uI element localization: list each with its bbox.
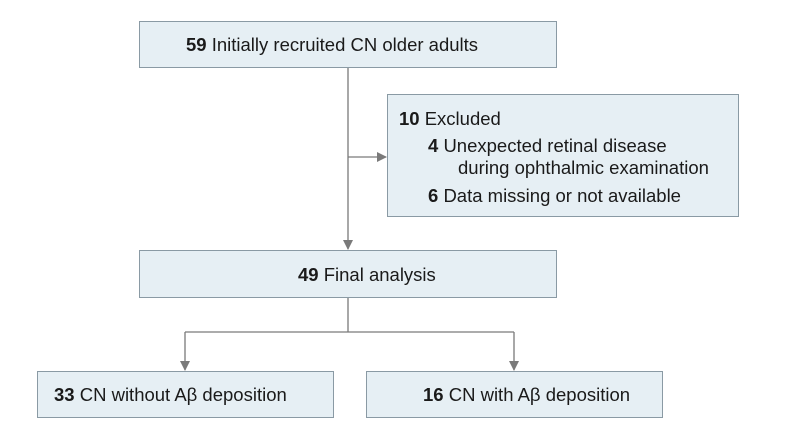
recruited-count: 59: [186, 34, 207, 55]
recruited-row: 59 Initially recruited CN older adults: [186, 34, 478, 56]
without-abeta-row: 33 CN without Aβ deposition: [54, 384, 287, 406]
recruited-label: Initially recruited CN older adults: [211, 34, 479, 55]
missing-label: Data missing or not available: [443, 185, 681, 206]
without-abeta-count: 33: [54, 384, 75, 405]
excluded-box: 10 Excluded 4 Unexpected retinal disease…: [387, 94, 739, 217]
excluded-count: 10: [399, 108, 420, 129]
final-label: Final analysis: [323, 264, 436, 285]
with-abeta-row: 16 CN with Aβ deposition: [423, 384, 630, 406]
excluded-header: 10 Excluded: [399, 108, 501, 130]
missing-count: 6: [428, 185, 439, 206]
excluded-label: Excluded: [424, 108, 501, 129]
without-abeta-label: CN without Aβ deposition: [79, 384, 287, 405]
final-count: 49: [298, 264, 319, 285]
exclusion-reason-missing: 6 Data missing or not available: [428, 185, 681, 207]
exclusion-reason-retinal: 4 Unexpected retinal disease: [428, 135, 667, 157]
final-analysis-box: 49 Final analysis: [139, 250, 557, 298]
final-analysis-row: 49 Final analysis: [298, 264, 436, 286]
recruited-box: 59 Initially recruited CN older adults: [139, 21, 557, 68]
with-abeta-count: 16: [423, 384, 444, 405]
with-abeta-label: CN with Aβ deposition: [448, 384, 631, 405]
without-abeta-box: 33 CN without Aβ deposition: [37, 371, 334, 418]
retinal-count: 4: [428, 135, 439, 156]
with-abeta-box: 16 CN with Aβ deposition: [366, 371, 663, 418]
retinal-label-line1: Unexpected retinal disease: [443, 135, 667, 156]
retinal-label-line2: during ophthalmic examination: [458, 157, 709, 178]
